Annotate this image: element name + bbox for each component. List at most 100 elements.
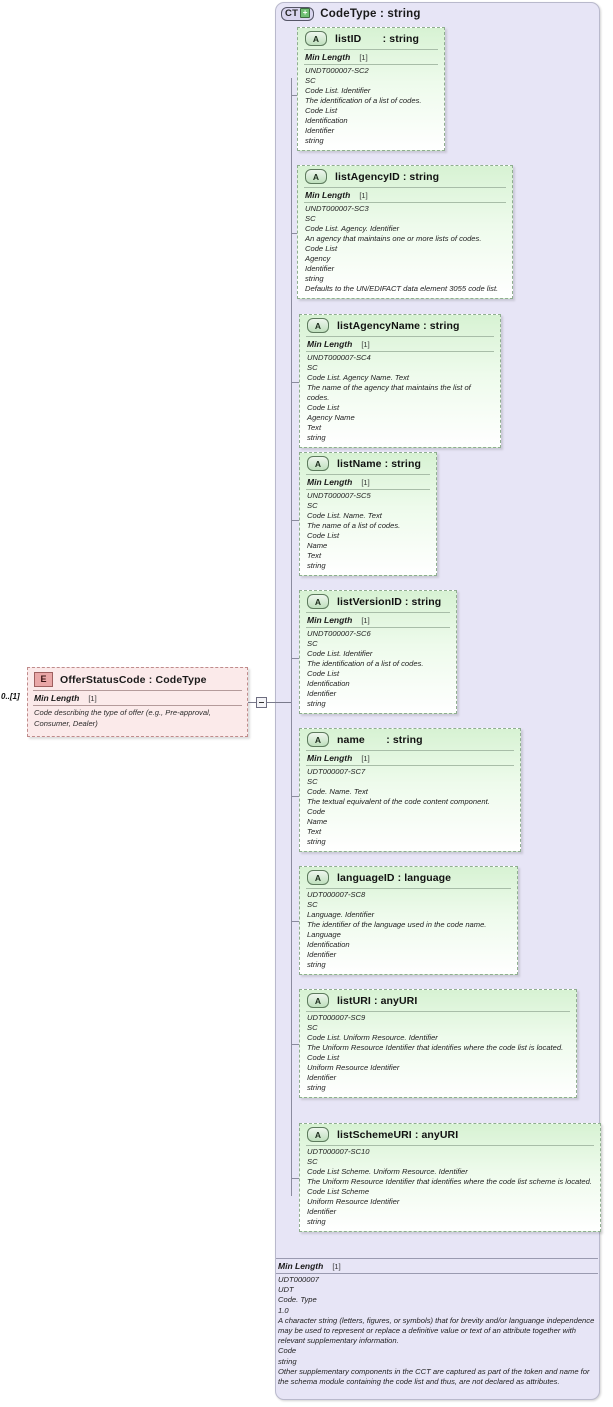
- complex-type-badge-label: CT: [285, 7, 299, 19]
- attribute-body-line: Defaults to the UN/EDIFACT data element …: [305, 284, 499, 293]
- tree-spine: [291, 78, 292, 1196]
- attribute-body-line: The name of the agency that maintains th…: [307, 383, 471, 402]
- attribute-body-line: SC: [305, 76, 316, 85]
- attribute-badge: A: [307, 1127, 329, 1142]
- element-facet-row: Min Length [1]: [28, 691, 247, 705]
- cardinality-label: 0..[1]: [1, 692, 20, 701]
- attribute-body-line: Identifier: [307, 689, 337, 698]
- complex-type-header[interactable]: CT + CodeType : string: [281, 4, 421, 23]
- attribute-badge: A: [305, 31, 327, 46]
- divider: [306, 612, 450, 613]
- attribute-body-line: Name: [307, 817, 328, 826]
- attribute-body-line: Code List. Agency. Identifier: [305, 224, 400, 233]
- element-box-offerstatuscode[interactable]: E OfferStatusCode : CodeType Min Length …: [27, 667, 248, 737]
- attribute-body-line: Code List: [307, 669, 340, 678]
- divider: [306, 1145, 594, 1146]
- attribute-body-line: string: [307, 561, 326, 570]
- attribute-body-line: SC: [305, 214, 316, 223]
- attribute-body-line: UNDT000007-SC3: [305, 204, 369, 213]
- attribute-facet-row: Min Length[1]: [300, 337, 500, 351]
- divider: [304, 64, 438, 65]
- attribute-body-line: SC: [307, 1157, 318, 1166]
- attribute-body-line: SC: [307, 777, 318, 786]
- divider: [306, 351, 494, 352]
- attribute-body-line: Identification: [307, 679, 350, 688]
- attribute-body-line: Identifier: [307, 1207, 337, 1216]
- complex-type-badge[interactable]: CT +: [281, 6, 315, 21]
- attribute-body-line: string: [307, 837, 326, 846]
- attribute-facet-value: [1]: [361, 340, 370, 349]
- complex-type-body-line: Other supplementary components in the CC…: [278, 1366, 590, 1387]
- attribute-body-line: The Uniform Resource Identifier that ide…: [307, 1177, 592, 1186]
- attribute-body-line: Identifier: [307, 1073, 337, 1082]
- attribute-body-line: Language: [307, 930, 341, 939]
- attribute-body-line: Identifier: [305, 264, 335, 273]
- attribute-body-line: Identification: [305, 116, 348, 125]
- attribute-body-line: UNDT000007-SC5: [307, 491, 371, 500]
- attribute-title: listID : string: [335, 32, 420, 45]
- attribute-body-line: Code List: [305, 106, 338, 115]
- divider: [276, 1273, 598, 1274]
- attribute-body-line: Agency Name: [307, 413, 355, 422]
- complex-type-body-line: UDT: [278, 1285, 294, 1295]
- attribute-badge: A: [307, 318, 329, 333]
- attribute-body-line: Code List. Agency Name. Text: [307, 373, 410, 382]
- attribute-body-line: string: [305, 136, 324, 145]
- complex-type-body-line: Code: [278, 1346, 297, 1356]
- connector-line: [291, 658, 299, 659]
- collapse-toggle-icon[interactable]: [256, 697, 267, 708]
- attribute-body-line: Code List: [307, 531, 340, 540]
- attribute-title: listVersionID : string: [337, 595, 442, 608]
- attribute-body-line: Code List. Identifier: [305, 86, 371, 95]
- divider: [306, 336, 494, 337]
- attribute-body-line: Code List. Uniform Resource. Identifier: [307, 1033, 438, 1042]
- attribute-body-line: Code List. Identifier: [307, 649, 373, 658]
- attribute-title: listSchemeURI : anyURI: [337, 1128, 459, 1141]
- attribute-facet-row: Min Length[1]: [298, 50, 444, 64]
- attribute-badge: A: [307, 732, 329, 747]
- attribute-badge: A: [307, 870, 329, 885]
- divider: [33, 690, 242, 691]
- attribute-body-line: Code: [307, 807, 326, 816]
- attribute-facet-row: Min Length[1]: [300, 613, 456, 627]
- attribute-body-line: UDT000007-SC10: [307, 1147, 370, 1156]
- attribute-facet-value: [1]: [361, 478, 370, 487]
- connector-line: [291, 95, 297, 96]
- attribute-title: listName : string: [337, 457, 421, 470]
- connector-line: [291, 520, 299, 521]
- attribute-badge: A: [305, 169, 327, 184]
- complex-type-facet-value: [1]: [332, 1262, 341, 1271]
- element-description: Code describing the type of offer (e.g.,…: [34, 708, 211, 728]
- attribute-body-line: The identification of a list of codes.: [305, 96, 422, 105]
- element-header: E OfferStatusCode : CodeType: [28, 668, 247, 690]
- divider: [306, 489, 430, 490]
- attribute-body-line: Uniform Resource Identifier: [307, 1197, 400, 1206]
- attribute-body-line: Code List. Name. Text: [307, 511, 382, 520]
- expand-plus-icon[interactable]: +: [300, 8, 311, 18]
- connector-line: [291, 382, 299, 383]
- element-badge: E: [34, 672, 53, 687]
- attribute-body-line: string: [307, 699, 326, 708]
- divider: [306, 627, 450, 628]
- connector-line: [291, 796, 299, 797]
- attribute-body-line: Text: [307, 551, 322, 560]
- attribute-body-line: SC: [307, 501, 318, 510]
